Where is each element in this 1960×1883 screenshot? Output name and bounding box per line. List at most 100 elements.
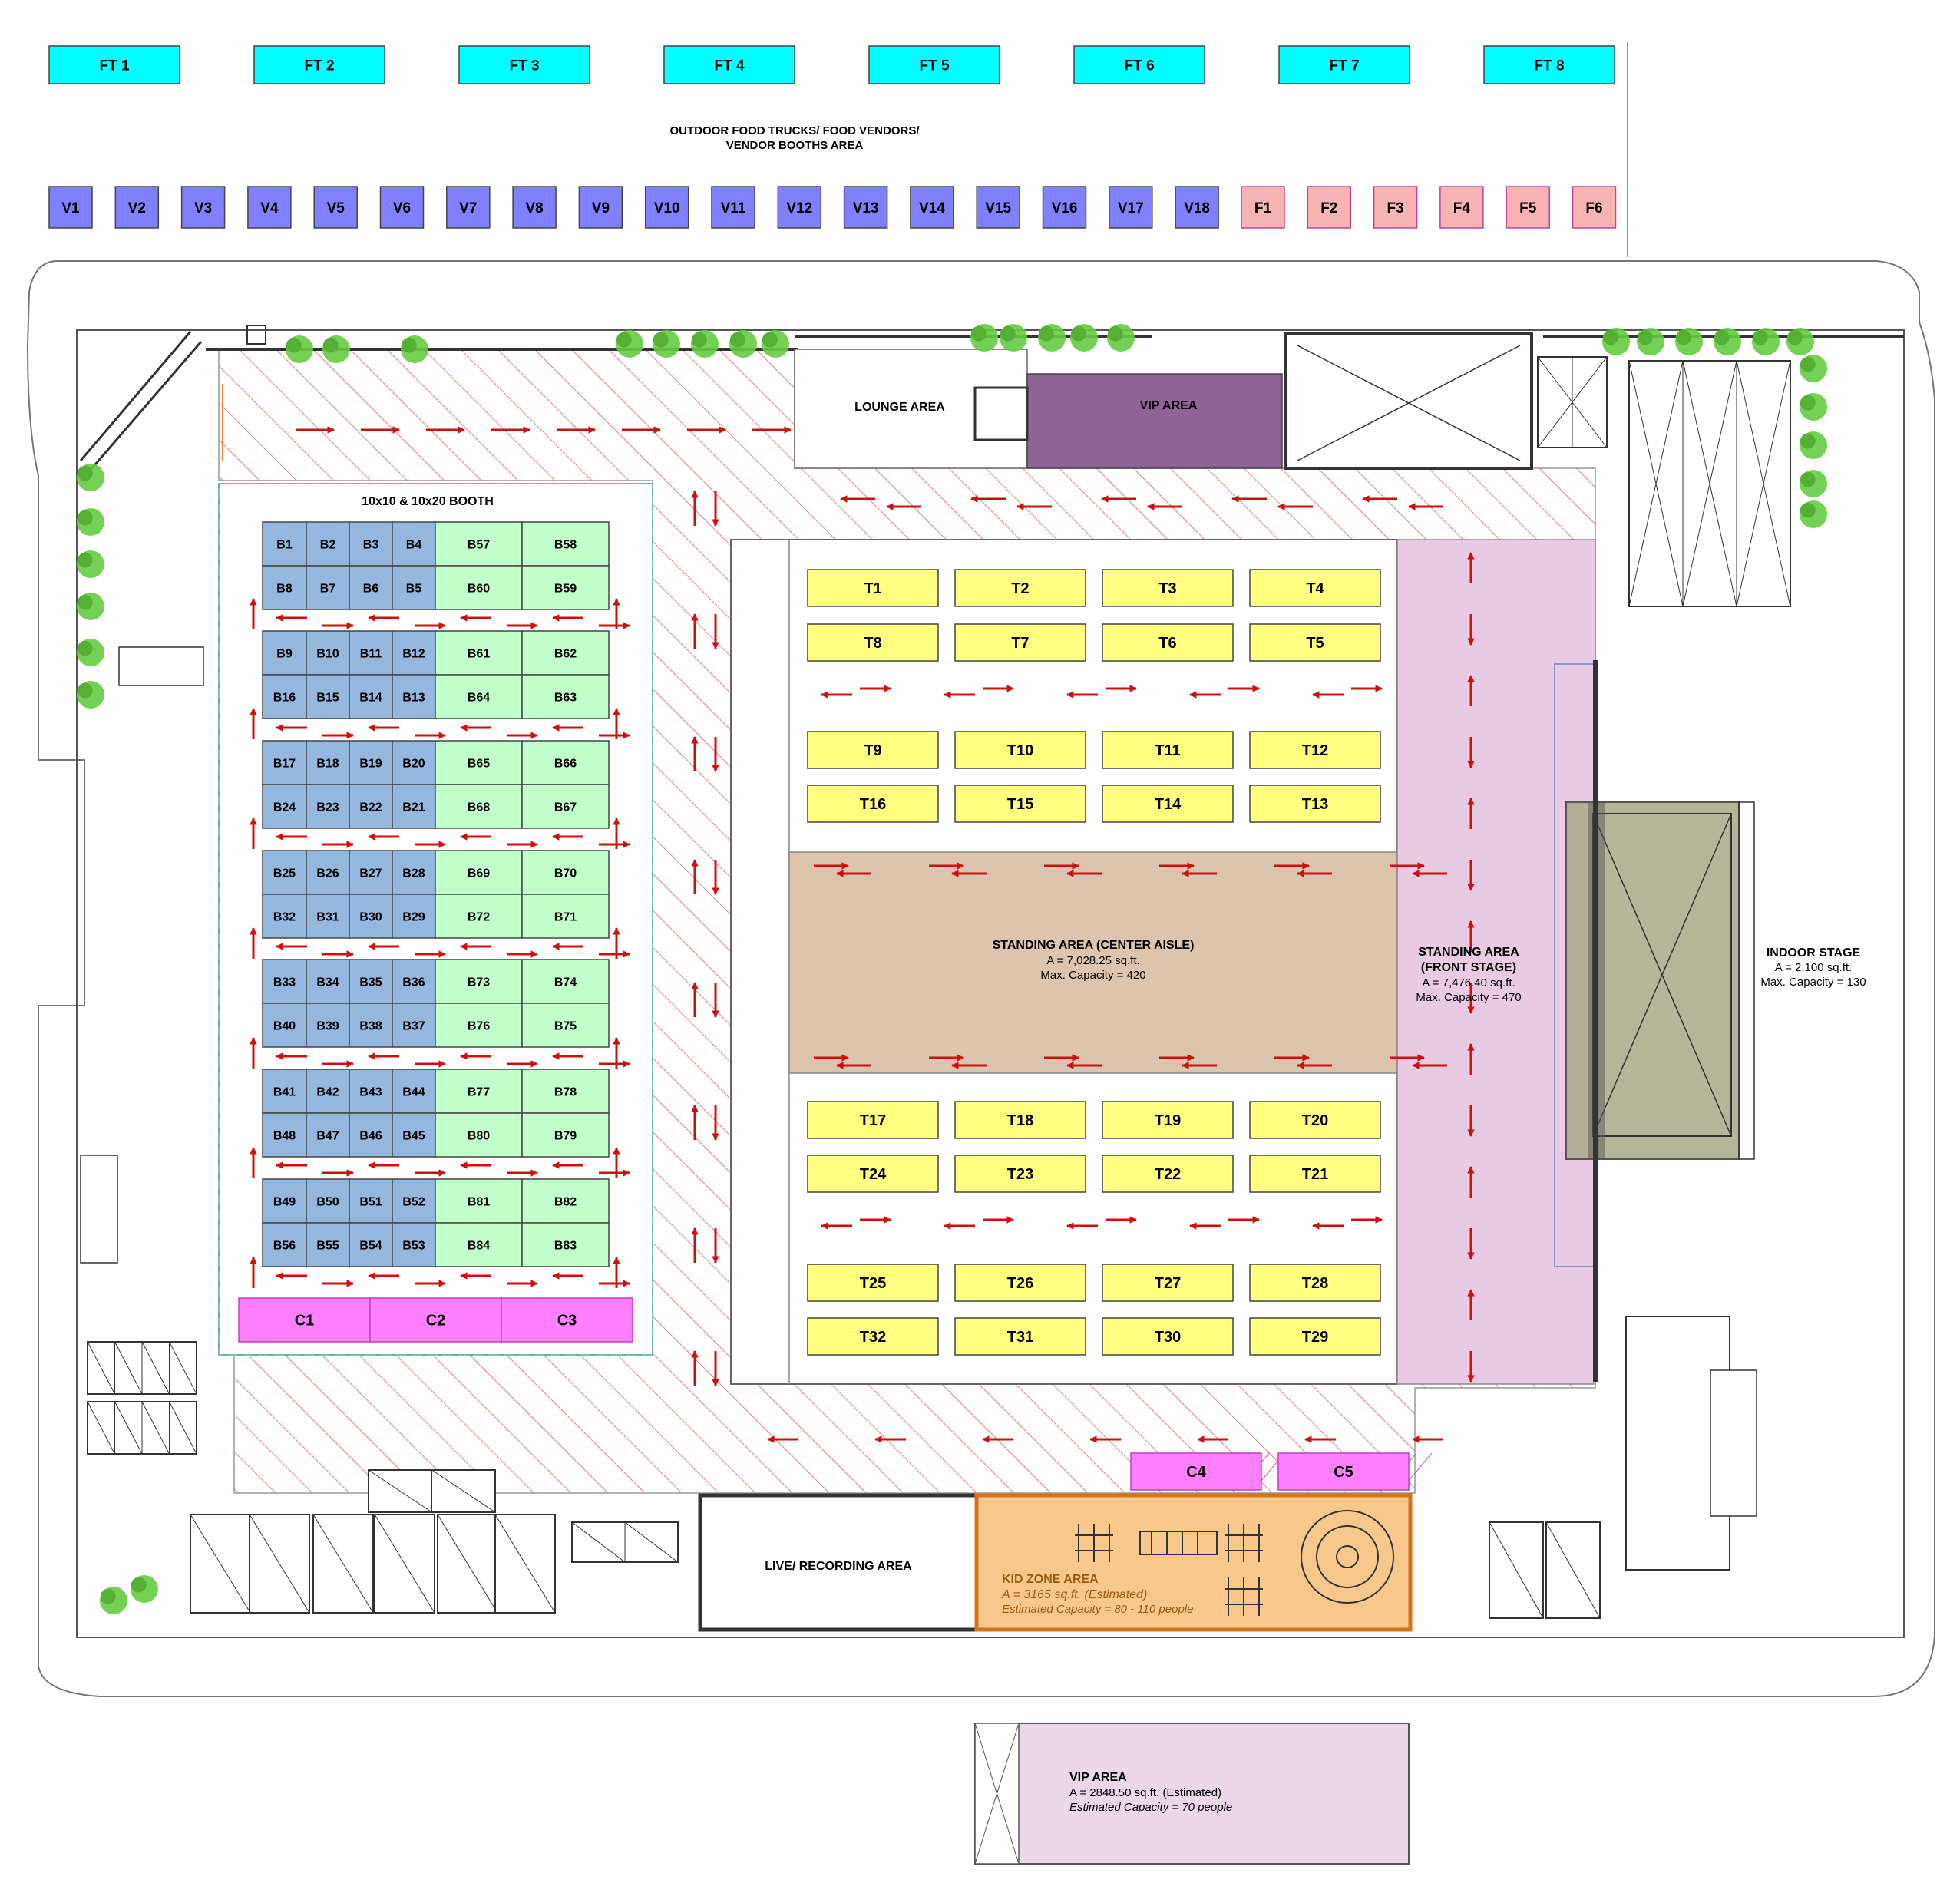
booth-b38[interactable]: B38 xyxy=(349,1003,393,1048)
table-t18[interactable]: T18 xyxy=(954,1101,1086,1139)
booth-b46[interactable]: B46 xyxy=(349,1112,393,1158)
booth-b24[interactable]: B24 xyxy=(262,784,307,829)
booth-b40[interactable]: B40 xyxy=(262,1003,307,1048)
booth-b21[interactable]: B21 xyxy=(392,784,436,829)
booth-b65[interactable]: B65 xyxy=(435,740,523,785)
vendor-v11[interactable]: V11 xyxy=(711,186,755,229)
booth-b36[interactable]: B36 xyxy=(392,959,436,1004)
food-vendor-f6[interactable]: F6 xyxy=(1572,186,1617,229)
booth-b22[interactable]: B22 xyxy=(349,784,393,829)
booth-b75[interactable]: B75 xyxy=(521,1003,610,1048)
vendor-v4[interactable]: V4 xyxy=(247,186,292,229)
table-t4[interactable]: T4 xyxy=(1249,569,1381,607)
vendor-v3[interactable]: V3 xyxy=(180,186,226,229)
booth-b44[interactable]: B44 xyxy=(392,1069,436,1114)
vendor-v1[interactable]: V1 xyxy=(48,186,93,229)
table-t8[interactable]: T8 xyxy=(807,623,939,662)
booth-c5[interactable]: C5 xyxy=(1277,1452,1410,1491)
vendor-v12[interactable]: V12 xyxy=(777,186,822,229)
food-truck-4[interactable]: FT 4 xyxy=(663,45,795,84)
booth-b37[interactable]: B37 xyxy=(392,1003,436,1048)
table-t12[interactable]: T12 xyxy=(1249,731,1381,769)
booth-b71[interactable]: B71 xyxy=(521,894,610,939)
booth-b47[interactable]: B47 xyxy=(306,1112,350,1158)
table-t9[interactable]: T9 xyxy=(807,731,939,769)
booth-b19[interactable]: B19 xyxy=(349,740,393,785)
booth-b79[interactable]: B79 xyxy=(521,1112,610,1158)
booth-b32[interactable]: B32 xyxy=(262,894,307,939)
vendor-v18[interactable]: V18 xyxy=(1175,186,1219,229)
vendor-v17[interactable]: V17 xyxy=(1109,186,1153,229)
food-vendor-f3[interactable]: F3 xyxy=(1373,186,1418,229)
booth-b43[interactable]: B43 xyxy=(349,1069,393,1114)
booth-b67[interactable]: B67 xyxy=(521,784,610,829)
booth-b1[interactable]: B1 xyxy=(262,521,307,567)
vendor-v9[interactable]: V9 xyxy=(578,186,623,229)
food-vendor-f2[interactable]: F2 xyxy=(1307,186,1352,229)
table-t28[interactable]: T28 xyxy=(1249,1264,1381,1302)
table-t31[interactable]: T31 xyxy=(954,1317,1086,1356)
booth-b55[interactable]: B55 xyxy=(306,1222,350,1267)
booth-b70[interactable]: B70 xyxy=(521,850,610,895)
booth-b30[interactable]: B30 xyxy=(349,894,393,939)
booth-b56[interactable]: B56 xyxy=(262,1222,307,1267)
booth-b14[interactable]: B14 xyxy=(349,674,393,719)
booth-b23[interactable]: B23 xyxy=(306,784,350,829)
booth-b2[interactable]: B2 xyxy=(306,521,350,567)
booth-b5[interactable]: B5 xyxy=(392,565,436,610)
booth-b27[interactable]: B27 xyxy=(349,850,393,895)
table-t26[interactable]: T26 xyxy=(954,1264,1086,1302)
booth-b66[interactable]: B66 xyxy=(521,740,610,785)
booth-b9[interactable]: B9 xyxy=(262,630,307,676)
booth-b63[interactable]: B63 xyxy=(521,674,610,719)
booth-b42[interactable]: B42 xyxy=(306,1069,350,1114)
table-t3[interactable]: T3 xyxy=(1102,569,1234,607)
booth-b45[interactable]: B45 xyxy=(392,1112,436,1158)
booth-b29[interactable]: B29 xyxy=(392,894,436,939)
table-t16[interactable]: T16 xyxy=(807,785,939,823)
booth-b41[interactable]: B41 xyxy=(262,1069,307,1114)
food-truck-5[interactable]: FT 5 xyxy=(868,45,1000,84)
vendor-v16[interactable]: V16 xyxy=(1042,186,1087,229)
table-t11[interactable]: T11 xyxy=(1102,731,1234,769)
table-t22[interactable]: T22 xyxy=(1102,1155,1234,1193)
vendor-v5[interactable]: V5 xyxy=(313,186,358,229)
booth-c1[interactable]: C1 xyxy=(238,1297,371,1343)
booth-b6[interactable]: B6 xyxy=(349,565,393,610)
food-vendor-f4[interactable]: F4 xyxy=(1439,186,1484,229)
table-t17[interactable]: T17 xyxy=(807,1101,939,1139)
booth-b68[interactable]: B68 xyxy=(435,784,523,829)
food-truck-2[interactable]: FT 2 xyxy=(253,45,385,84)
booth-b3[interactable]: B3 xyxy=(349,521,393,567)
food-truck-8[interactable]: FT 8 xyxy=(1483,45,1615,84)
booth-b78[interactable]: B78 xyxy=(521,1069,610,1114)
booth-b13[interactable]: B13 xyxy=(392,674,436,719)
booth-b35[interactable]: B35 xyxy=(349,959,393,1004)
booth-b80[interactable]: B80 xyxy=(435,1112,523,1158)
booth-b33[interactable]: B33 xyxy=(262,959,307,1004)
table-t7[interactable]: T7 xyxy=(954,623,1086,662)
table-t10[interactable]: T10 xyxy=(954,731,1086,769)
booth-b52[interactable]: B52 xyxy=(392,1178,436,1224)
food-truck-3[interactable]: FT 3 xyxy=(458,45,590,84)
vendor-v15[interactable]: V15 xyxy=(976,186,1020,229)
booth-b16[interactable]: B16 xyxy=(262,674,307,719)
booth-b11[interactable]: B11 xyxy=(349,630,393,676)
table-t32[interactable]: T32 xyxy=(807,1317,939,1356)
booth-b64[interactable]: B64 xyxy=(435,674,523,719)
table-t21[interactable]: T21 xyxy=(1249,1155,1381,1193)
booth-b10[interactable]: B10 xyxy=(306,630,350,676)
booth-c2[interactable]: C2 xyxy=(369,1297,502,1343)
table-t23[interactable]: T23 xyxy=(954,1155,1086,1193)
booth-b51[interactable]: B51 xyxy=(349,1178,393,1224)
table-t14[interactable]: T14 xyxy=(1102,785,1234,823)
booth-b17[interactable]: B17 xyxy=(262,740,307,785)
table-t25[interactable]: T25 xyxy=(807,1264,939,1302)
booth-b18[interactable]: B18 xyxy=(306,740,350,785)
booth-b39[interactable]: B39 xyxy=(306,1003,350,1048)
food-truck-7[interactable]: FT 7 xyxy=(1278,45,1410,84)
table-t24[interactable]: T24 xyxy=(807,1155,939,1193)
booth-b73[interactable]: B73 xyxy=(435,959,523,1004)
vendor-v8[interactable]: V8 xyxy=(512,186,557,229)
booth-b57[interactable]: B57 xyxy=(435,521,523,567)
